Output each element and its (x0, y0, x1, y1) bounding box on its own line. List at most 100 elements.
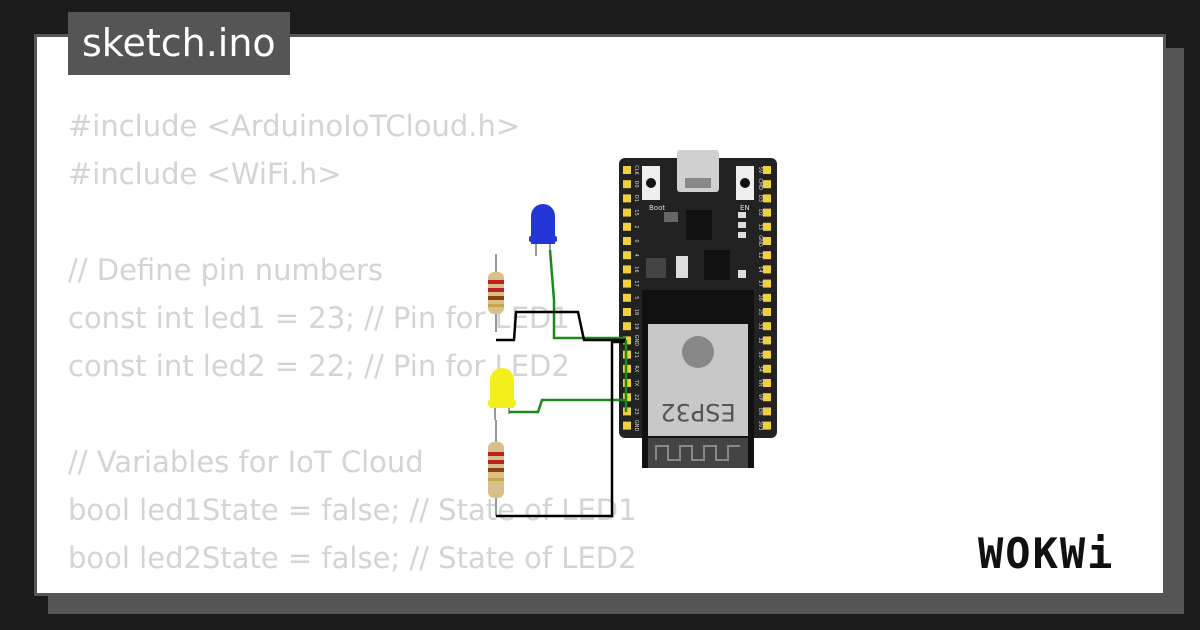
esp32-board[interactable]: Boot EN ESP32 CLKD0D115204161751819GND21… (619, 150, 777, 468)
pin-pad[interactable] (763, 222, 771, 231)
pin-pad[interactable] (763, 379, 771, 387)
pin-pad[interactable] (763, 279, 771, 288)
pin-pad[interactable] (623, 180, 631, 189)
pin-pad[interactable] (623, 166, 631, 174)
pin-pad[interactable] (763, 251, 771, 260)
led-blue[interactable] (529, 204, 557, 256)
pin-pad[interactable] (623, 322, 631, 331)
wires (496, 249, 628, 518)
pin-pad[interactable] (763, 393, 771, 402)
pin-pad[interactable] (623, 251, 631, 260)
pin-pad[interactable] (763, 421, 771, 430)
resistor-1[interactable] (488, 254, 504, 332)
pin-label: 2 (633, 225, 639, 228)
right-pin-header: 5VCMDD3D213GND121427262533323534VNVPEN3V… (757, 166, 771, 430)
pin-label: 16 (633, 266, 639, 272)
pin-label: 15 (633, 209, 639, 215)
pin-label: 12 (757, 252, 763, 258)
pin-label: CMD (757, 178, 763, 190)
pin-label: 27 (757, 280, 763, 286)
pin-label: 4 (633, 254, 639, 257)
pin-label: 18 (633, 309, 639, 315)
pin-label: 34 (757, 366, 763, 372)
pin-label: RX (633, 365, 639, 372)
pin-pad[interactable] (763, 237, 771, 245)
pin-label: 25 (757, 309, 763, 315)
regulator (646, 258, 666, 278)
pin-pad[interactable] (623, 308, 631, 316)
pin-pad[interactable] (763, 180, 771, 189)
chip-label: ESP32 (660, 398, 735, 426)
pin-label: 5 (633, 296, 639, 299)
pin-label: 22 (633, 394, 639, 400)
pin-pad[interactable] (623, 265, 631, 274)
wokwi-logo: WOKWi (978, 529, 1114, 576)
pin-label: 21 (633, 351, 639, 357)
pin-pad[interactable] (763, 265, 771, 274)
file-name-tab[interactable]: sketch.ino (68, 12, 290, 75)
led1-body (531, 204, 555, 244)
pin-pad[interactable] (763, 194, 771, 203)
en-label: EN (740, 204, 750, 212)
wokwi-logo-text: WOKWi (978, 529, 1114, 576)
pin-label: 0 (633, 239, 639, 242)
pin-label: 26 (757, 295, 763, 301)
pin-pad[interactable] (623, 237, 631, 245)
pin-pad[interactable] (623, 194, 631, 203)
pin-label: TX (633, 379, 639, 387)
pin-pad[interactable] (623, 421, 631, 430)
pin-label: 5V (757, 167, 763, 174)
boot-label: Boot (649, 204, 665, 212)
pin-label: 14 (757, 266, 763, 272)
pin-label: 3V3 (757, 421, 763, 431)
pin-pad[interactable] (763, 322, 771, 331)
wire-gnd-1 (496, 310, 626, 342)
pin-label: GND (633, 335, 639, 347)
code-line: #include <ArduinoIoTCloud.h> (68, 109, 521, 143)
pin-label: 35 (757, 351, 763, 357)
pin-pad[interactable] (623, 208, 631, 217)
led-yellow[interactable] (488, 368, 516, 420)
pin-pad[interactable] (763, 336, 771, 345)
pin-label: EN (757, 408, 763, 415)
pin-pad[interactable] (763, 166, 771, 174)
pin-label: 33 (757, 323, 763, 329)
preview-card (34, 34, 1166, 596)
led2-body (490, 368, 514, 408)
pin-pad[interactable] (763, 407, 771, 416)
pin-pad[interactable] (763, 308, 771, 316)
wire-gnd-2 (496, 340, 626, 518)
wire-led2-signal (509, 398, 626, 414)
code-line: const int led1 = 23; // Pin for LED1 (68, 301, 570, 335)
pin-label: GND (633, 420, 639, 432)
code-line: // Define pin numbers (68, 253, 383, 287)
code-preview: #include <ArduinoIoTCloud.h> #include <Wi… (68, 102, 637, 582)
pin-label: 23 (633, 408, 639, 414)
pin-pad[interactable] (623, 222, 631, 231)
pin-label: 32 (757, 337, 763, 343)
resistor-2[interactable] (488, 420, 504, 516)
pin-label: D0 (633, 181, 639, 188)
code-line: const int led2 = 22; // Pin for LED2 (68, 349, 570, 383)
usb-chip (686, 210, 712, 240)
pin-label: D2 (757, 209, 763, 216)
pin-label: 17 (633, 280, 639, 286)
pin-pad[interactable] (623, 279, 631, 288)
code-line: #include <WiFi.h> (68, 157, 342, 191)
pin-pad[interactable] (623, 293, 631, 302)
pin-pad[interactable] (763, 350, 771, 359)
espressif-logo (682, 336, 714, 368)
pin-label: VN (757, 379, 763, 386)
pin-label: CLK (633, 165, 639, 175)
pin-label: 13 (757, 224, 763, 230)
pin-pad[interactable] (763, 208, 771, 217)
pin-label: 19 (633, 323, 639, 329)
antenna (648, 438, 748, 468)
wire-led1-signal (548, 249, 626, 340)
code-line: // Variables for IoT Cloud (68, 445, 424, 479)
code-line: bool led2State = false; // State of LED2 (68, 541, 637, 575)
pin-pad[interactable] (763, 293, 771, 302)
pin-pad[interactable] (763, 364, 771, 373)
